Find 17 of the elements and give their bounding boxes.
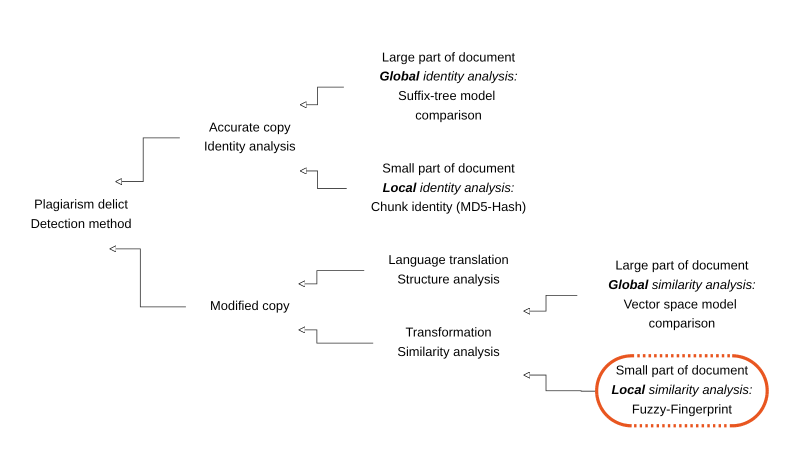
arrow [109,245,186,308]
arrow [298,270,365,288]
arrow [523,371,598,392]
node-text: Small part of document Local similarity analysis: Fuzzy-Fingerprint [611,364,752,416]
node-text: Large part of document Global identity analysis: Suffix-tree model comparison [379,50,518,122]
node-text: Language translation Structure analysis [388,254,509,287]
arrow [298,326,374,344]
node-text: Small part of document Local identity analysis: Chunk identity (MD5-Hash) [370,162,526,214]
arrow [300,167,348,189]
arrow [523,294,578,315]
node-text: Plagiarism delict Detection method [30,198,132,232]
node-text: Accurate copy Identity analysis [204,120,296,154]
node-text: Large part of document Global similarity analysis: Vector space model comparison [608,259,756,331]
node-text: Transformation Similarity analysis [397,326,500,360]
arrow [115,137,180,185]
node-text: Modified copy [210,300,290,314]
arrow [300,86,344,108]
